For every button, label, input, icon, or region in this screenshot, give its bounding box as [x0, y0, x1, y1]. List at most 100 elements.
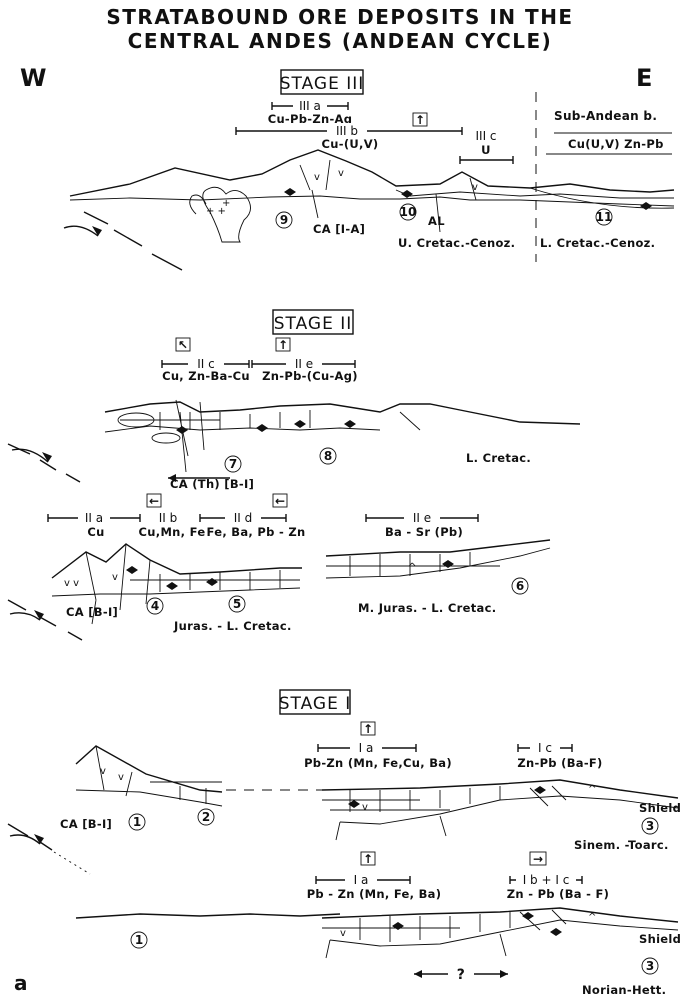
age-m-juras-l-cretac: M. Juras. - L. Cretac. — [358, 601, 496, 615]
metals-IbIc: Zn - Pb (Ba - F) — [507, 887, 609, 901]
metals-subandean: Cu(U,V) Zn-Pb — [568, 137, 664, 151]
panel-label: a — [14, 971, 28, 995]
deposit-3-lower: 3 — [646, 959, 654, 973]
stage-2: STAGE II ↖ ↑ II c II e Cu, Zn-Ba-Cu Zn-P… — [7, 309, 581, 641]
metals-IId: Fe, Ba, Pb - Zn — [207, 525, 306, 539]
label-al: AL — [428, 214, 445, 228]
label-ca-th: CA (Th) [B-I] — [170, 477, 254, 491]
label-shield-lower: Shield — [639, 932, 680, 946]
subandean-basin-label: Sub-Andean b. — [554, 109, 657, 123]
svg-text:II d: II d — [234, 511, 253, 525]
deposit-8: 8 — [324, 449, 332, 463]
deposit-11: 11 — [596, 210, 613, 224]
metals-IIe-upper: Zn-Pb-(Cu-Ag) — [262, 369, 358, 383]
stage-2-title: STAGE II — [274, 314, 353, 334]
ore-symbol — [284, 188, 296, 196]
svg-text:v: v — [340, 928, 346, 939]
svg-text:III a: III a — [299, 99, 321, 113]
label-ca-IA: CA [I-A] — [313, 222, 365, 236]
title-line-2: CENTRAL ANDES (ANDEAN CYCLE) — [128, 29, 553, 53]
svg-text:v v: v v — [64, 578, 79, 589]
metals-IIIa: Cu-Pb-Zn-Ag — [268, 112, 353, 126]
range-IIIb: III b — [235, 123, 463, 138]
range-IIe-lower: II e — [365, 510, 479, 525]
east-label: E — [636, 64, 652, 92]
metals-IIIc: U — [481, 143, 491, 157]
deposit-9: 9 — [280, 213, 288, 227]
stage-3-title: STAGE III — [280, 74, 365, 94]
range-IIIa: III a — [271, 98, 349, 113]
metals-Ic: Zn-Pb (Ba-F) — [517, 756, 602, 770]
west-label: W — [20, 64, 46, 92]
svg-text:v: v — [118, 772, 124, 783]
svg-text:I b + I c: I b + I c — [523, 873, 570, 887]
label-shield-upper: Shield — [639, 801, 680, 815]
up-arrow-icon-4: ↑ — [363, 852, 373, 866]
arrow-box-IId — [272, 493, 288, 508]
stage-1-title-box — [279, 689, 351, 715]
svg-text:v: v — [362, 802, 368, 813]
label-ca-BI: CA [B-I] — [66, 605, 118, 619]
range-IIb: II b — [159, 511, 178, 525]
range-IIIc — [459, 156, 514, 164]
age-l-cretac: L. Cretac. — [466, 451, 531, 465]
stage-1: STAGE I ↑ I a I c Pb-Zn (Mn, Fe,Cu, Ba) … — [7, 689, 680, 997]
right-arrow-icon: → — [533, 852, 543, 866]
metals-IIc: Cu, Zn-Ba-Cu — [162, 369, 250, 383]
svg-text:v: v — [100, 766, 106, 777]
svg-text:II e: II e — [413, 511, 431, 525]
svg-text:^: ^ — [408, 562, 416, 573]
stage-3: STAGE III III a Cu-Pb-Zn-Ag ↑ III b Cu-(… — [63, 69, 675, 271]
svg-text:v: v — [338, 168, 344, 179]
diag-arrow-box — [175, 337, 191, 352]
svg-text:v: v — [112, 572, 118, 583]
range-IIa: II a — [47, 510, 141, 525]
svg-text:II e: II e — [295, 357, 313, 371]
svg-text:I c: I c — [538, 741, 552, 755]
range-IIc: II c — [161, 356, 250, 371]
svg-text:I a: I a — [354, 873, 369, 887]
left-arrow-icon-2: ← — [275, 494, 285, 508]
svg-text:II a: II a — [85, 511, 103, 525]
metals-IIa: Cu — [87, 525, 104, 539]
stage-3-surface — [69, 149, 675, 197]
arrow-box-IIe — [275, 337, 291, 352]
up-arrow-icon: ↑ — [415, 113, 425, 127]
age-juras-l-cretac: Juras. - L. Cretac. — [173, 619, 292, 633]
deposit-5: 5 — [233, 597, 241, 611]
up-arrow-icon-3: ↑ — [363, 722, 373, 736]
metals-IIIb: Cu-(U,V) — [322, 137, 379, 151]
subduction-arrow — [63, 225, 99, 237]
deposit-7: 7 — [229, 457, 237, 471]
range-Ia-lower: I a — [315, 872, 411, 887]
range-Ia-upper: I a — [317, 740, 417, 755]
deposit-2: 2 — [202, 810, 210, 824]
diagonal-arrow-icon: ↖ — [178, 338, 188, 352]
stage-3-title-box — [280, 69, 364, 95]
age-norian-hett: Norian-Hett. — [582, 983, 666, 997]
metals-Ia-lower: Pb - Zn (Mn, Fe, Ba) — [307, 887, 442, 901]
deposit-3-upper: 3 — [646, 819, 654, 833]
range-IId: II d — [199, 510, 287, 525]
arrow-box-IbIc — [529, 851, 547, 866]
arrow-box-IIb — [146, 493, 162, 508]
label-ca-BI-stage1: CA [B-I] — [60, 817, 112, 831]
svg-text:+: + — [222, 198, 230, 209]
deposit-1-lower: 1 — [135, 933, 143, 947]
range-Ic: I c — [517, 740, 573, 755]
range-IbIc: I b + I c — [509, 872, 583, 887]
left-arrow-icon: ← — [149, 494, 159, 508]
svg-text:I a: I a — [359, 741, 374, 755]
svg-text:v: v — [314, 172, 320, 183]
title-line-1: STRATABOUND ORE DEPOSITS IN THE — [106, 5, 573, 29]
svg-text:^: ^ — [588, 912, 596, 923]
metals-IIb: Cu,Mn, Fe — [139, 525, 206, 539]
metals-IIe-lower: Ba - Sr (Pb) — [385, 525, 463, 539]
svg-text:+ +: + + — [206, 206, 226, 217]
age-u-cretac-cenoz: U. Cretac.-Cenoz. — [398, 236, 515, 250]
stage-2-title-box — [272, 309, 354, 335]
range-IIe-upper: II e — [251, 356, 356, 371]
metals-Ia-upper: Pb-Zn (Mn, Fe,Cu, Ba) — [304, 756, 452, 770]
age-sinem-toarc: Sinem. -Toarc. — [574, 838, 669, 852]
